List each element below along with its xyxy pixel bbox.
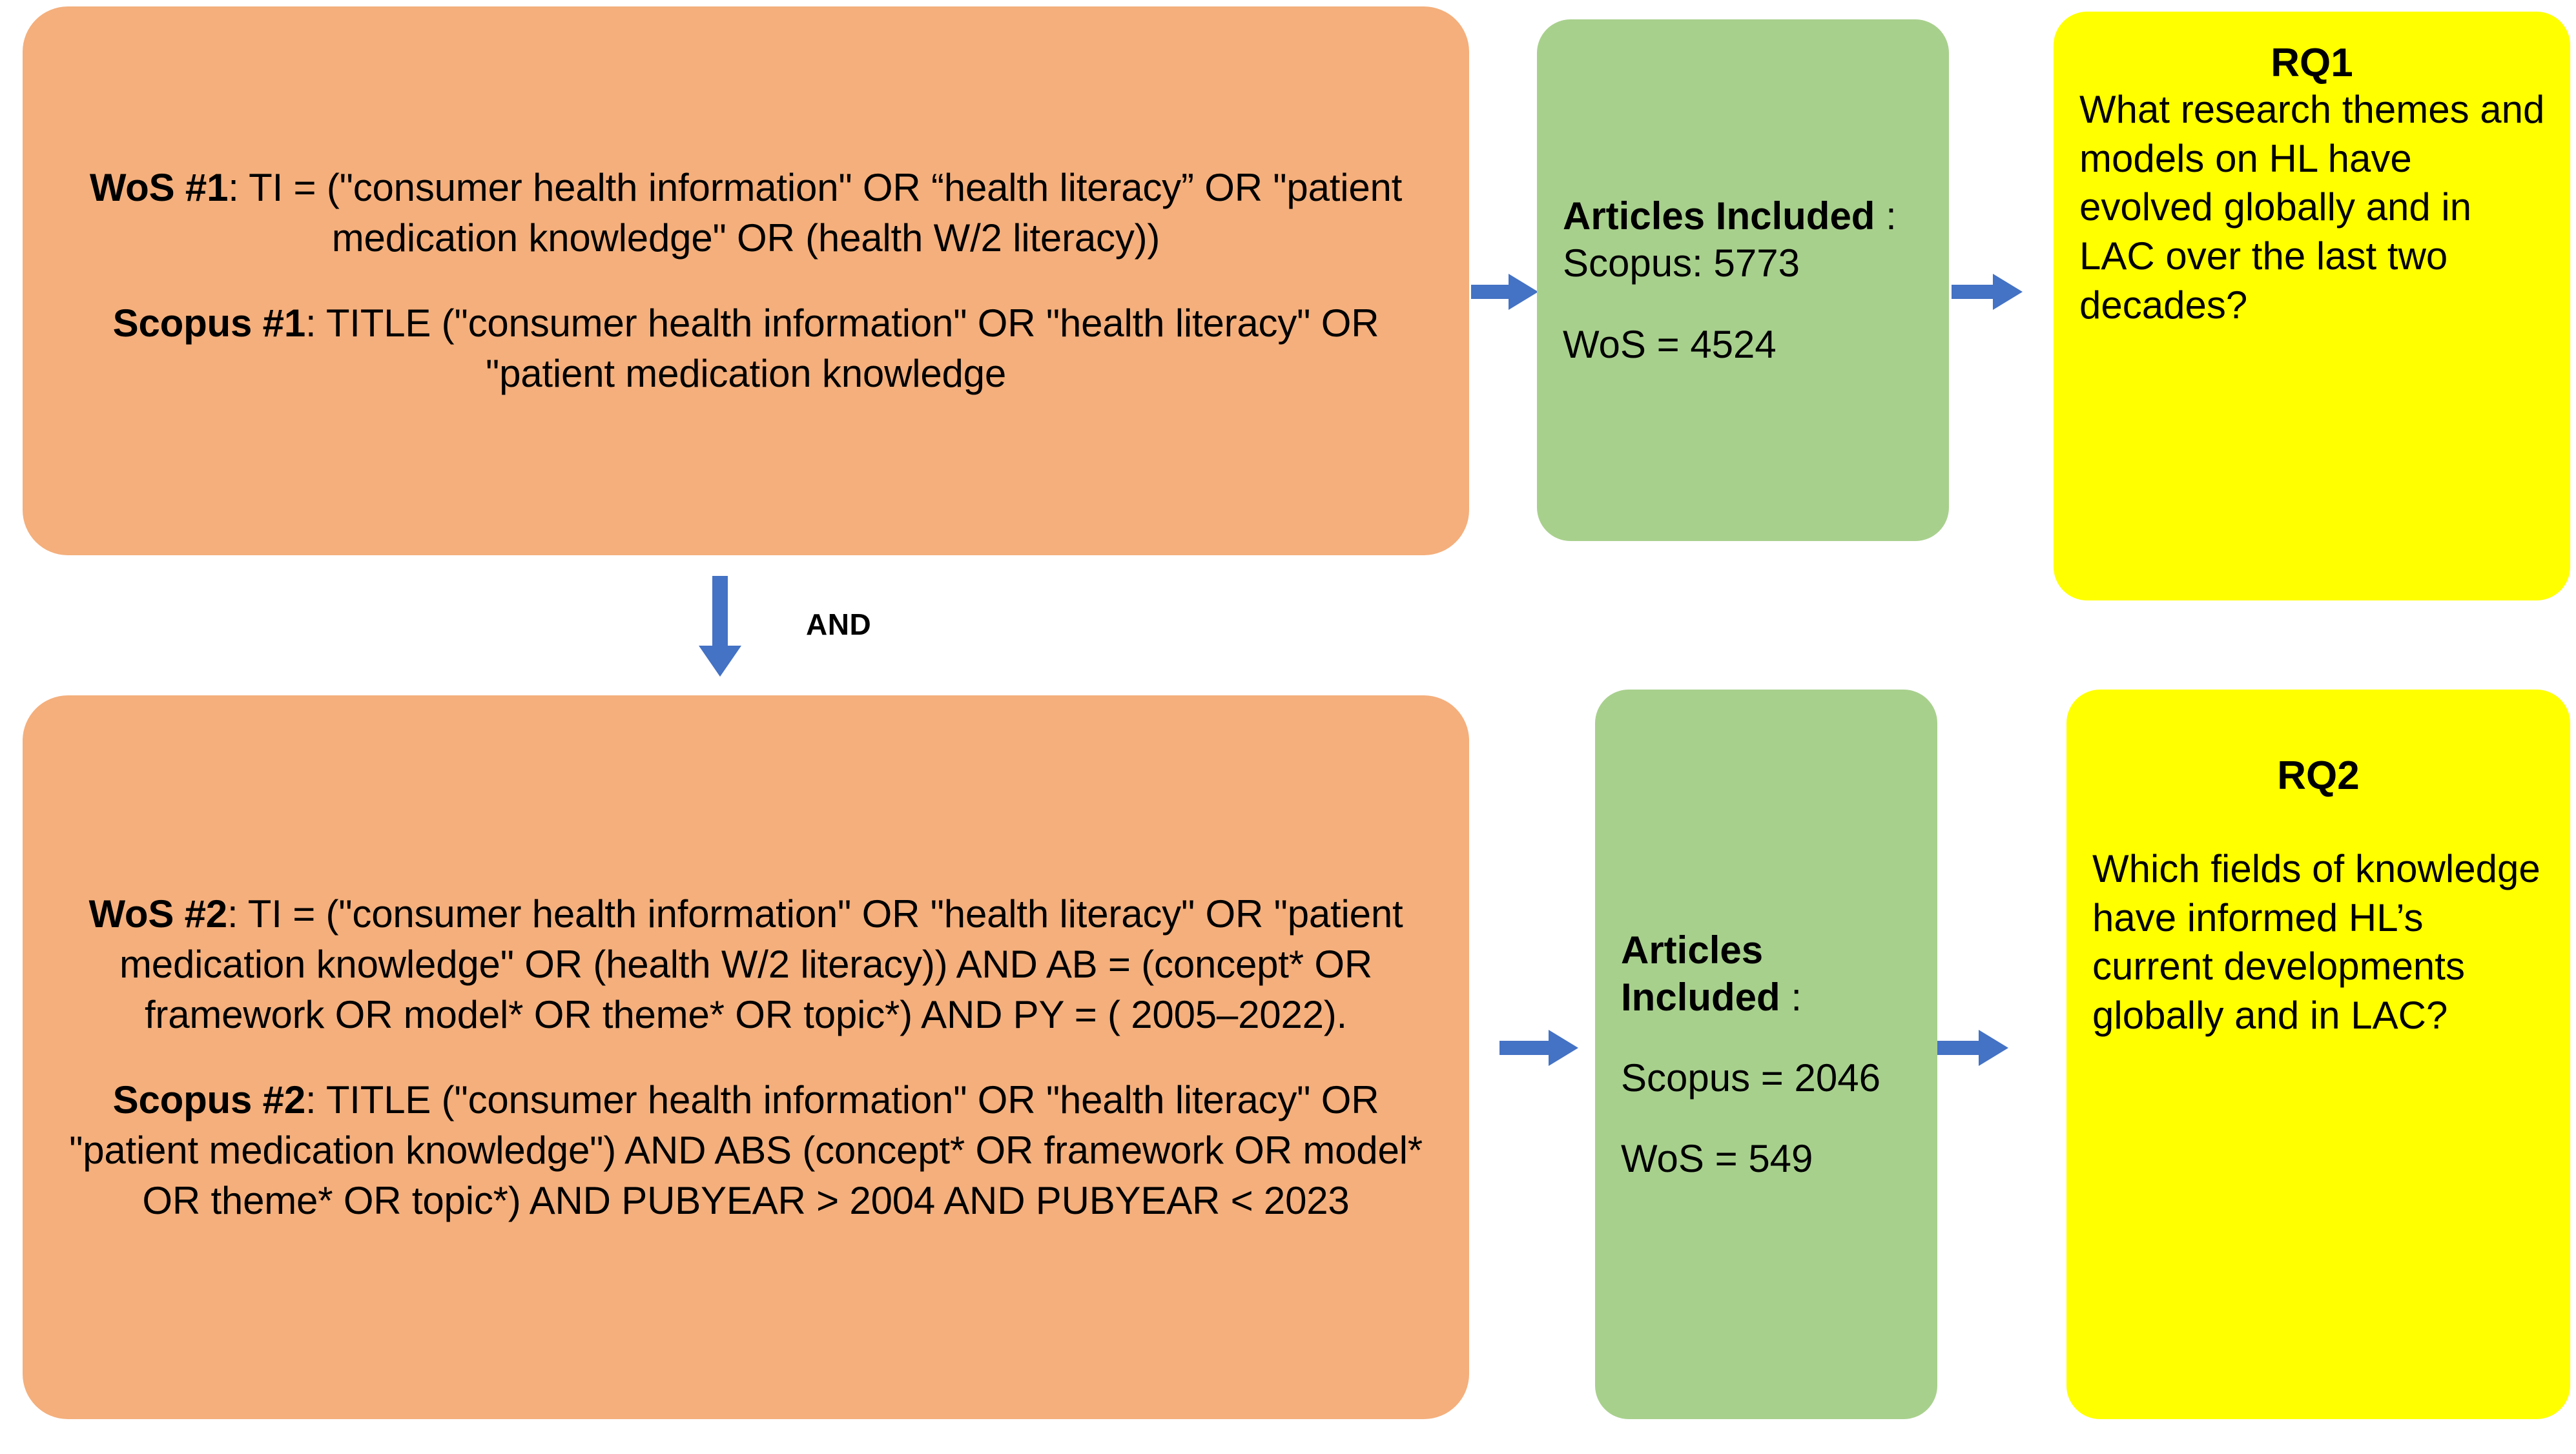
count-title-stage2: Articles Included — [1621, 928, 1780, 1019]
query-spacer-2 — [23, 1040, 1469, 1075]
query-lead-scopus-1: Scopus #1 — [112, 302, 306, 345]
count-text-stage1: Articles Included : Scopus: 5773 WoS = 4… — [1537, 192, 1949, 368]
question-box-rq1[interactable]: RQ1 What research themes and models on H… — [2054, 12, 2570, 600]
count-text-stage2: Articles Included : Scopus = 2046 WoS = … — [1595, 927, 1937, 1183]
arrow-right-icon-stage2-query-to-count — [1499, 1030, 1578, 1066]
query-lead-scopus-2: Scopus #2 — [112, 1078, 306, 1121]
query-box-stage1[interactable]: WoS #1: TI = ("consumer health informati… — [23, 6, 1469, 555]
count-spacer-stage2 — [1621, 1101, 1911, 1135]
arrow-down-icon-and-connector — [699, 576, 741, 677]
query-body-scopus-1: : TITLE ("consumer health information" O… — [305, 302, 1379, 395]
arrow-right-icon-stage1-count-to-question — [1952, 274, 2023, 310]
count-line-wos-stage2: WoS = 549 — [1621, 1137, 1813, 1181]
query-spacer-1 — [23, 263, 1469, 298]
question-body-rq2: Which fields of knowledge have informed … — [2092, 847, 2540, 1037]
count-title-stage1: Articles Included — [1563, 194, 1875, 238]
query-text-wos-1: WoS #1: TI = ("consumer health informati… — [23, 163, 1469, 263]
count-box-stage2[interactable]: Articles Included : Scopus = 2046 WoS = … — [1595, 690, 1937, 1419]
count-line-wos-stage1: WoS = 4524 — [1563, 322, 1777, 366]
query-body-scopus-2: : TITLE ("consumer health information" O… — [69, 1078, 1423, 1222]
count-title-suffix-stage2: : — [1780, 975, 1802, 1019]
question-body-rq1: What research themes and models on HL ha… — [2079, 88, 2545, 327]
question-box-rq2[interactable]: RQ2 Which fields of knowledge have infor… — [2066, 690, 2570, 1419]
query-body-wos-2: : TI = ("consumer health information" OR… — [119, 892, 1403, 1036]
question-spacer-rq2 — [2066, 798, 2570, 845]
query-text-wos-2: WoS #2: TI = ("consumer health informati… — [23, 889, 1469, 1040]
query-box-stage2[interactable]: WoS #2: TI = ("consumer health informati… — [23, 695, 1469, 1419]
arrow-right-icon-stage1-query-to-count — [1471, 274, 1538, 310]
count-line-scopus-stage1: Scopus: 5773 — [1563, 241, 1800, 285]
and-operator-label: AND — [806, 608, 872, 641]
query-text-scopus-1: Scopus #1: TITLE ("consumer health infor… — [23, 298, 1469, 399]
question-title-rq2: RQ2 — [2277, 753, 2360, 798]
count-line-scopus-stage2: Scopus = 2046 — [1621, 1056, 1880, 1100]
query-body-wos-1: : TI = ("consumer health information" OR… — [228, 166, 1403, 260]
count-title-suffix-stage1: : — [1875, 194, 1897, 238]
query-text-scopus-2: Scopus #2: TITLE ("consumer health infor… — [23, 1075, 1469, 1226]
query-lead-wos-1: WoS #1 — [89, 166, 229, 209]
count-box-stage1[interactable]: Articles Included : Scopus: 5773 WoS = 4… — [1537, 19, 1949, 541]
count-spacer-top-stage2 — [1621, 1021, 1911, 1054]
arrow-right-icon-stage2-count-to-question — [1937, 1030, 2008, 1066]
query-lead-wos-2: WoS #2 — [88, 892, 228, 936]
question-title-rq1: RQ1 — [2271, 41, 2353, 85]
count-spacer-stage1 — [1563, 287, 1923, 321]
